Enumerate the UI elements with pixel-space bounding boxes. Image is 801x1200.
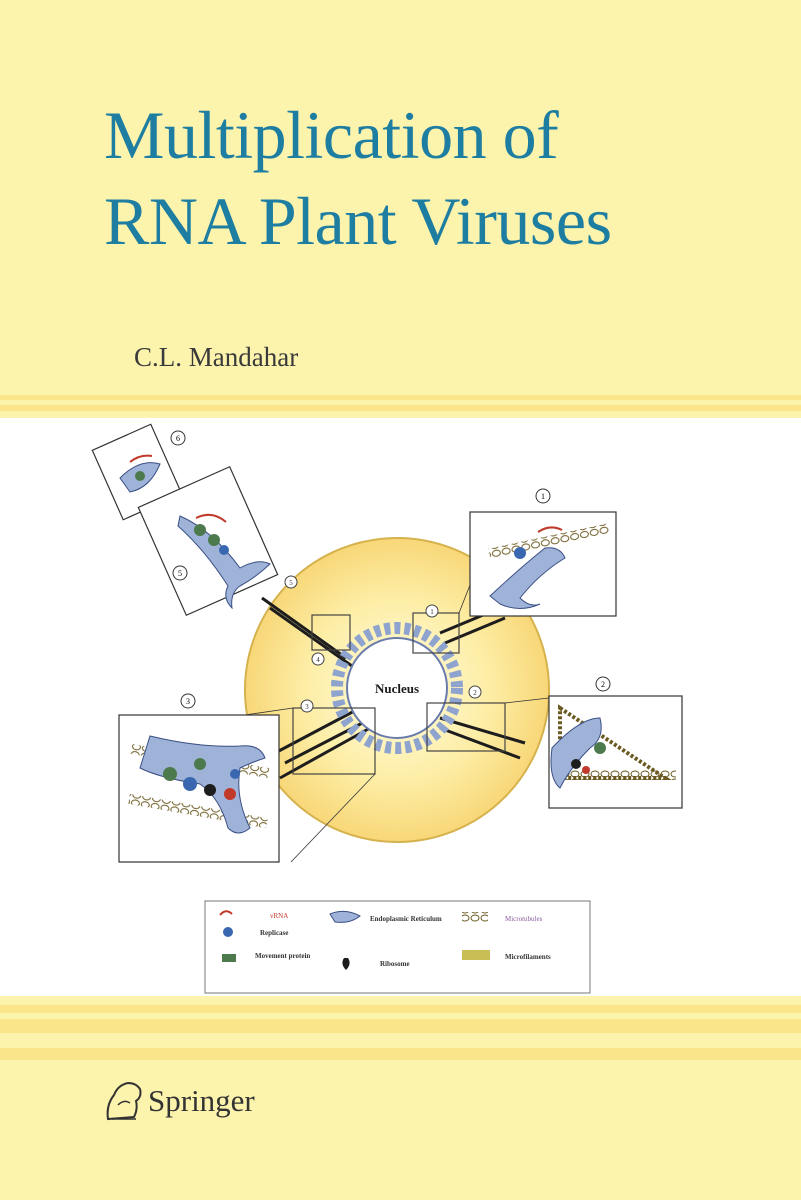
step-2-label: 2 — [601, 680, 605, 689]
inner-step-5-label: 5 — [289, 579, 293, 587]
detail-panel-3 — [118, 714, 280, 863]
legend-er: Endoplasmic Reticulum — [370, 915, 442, 923]
top-stripe-1 — [0, 395, 801, 400]
virus-multiplication-diagram: Nucleus 1 2 3 4 5 — [91, 423, 683, 994]
title-line-2: RNA Plant Viruses — [104, 183, 612, 259]
microtubule-icon — [462, 912, 488, 922]
inner-step-1-label: 1 — [430, 608, 434, 616]
step-3-label: 3 — [186, 697, 190, 706]
ribosome-icon — [342, 958, 350, 970]
publisher-name: Springer — [148, 1083, 255, 1118]
legend-microtubules: Microtubules — [505, 915, 543, 923]
inner-step-2 — [468, 685, 482, 699]
title-line-1: Multiplication of — [104, 97, 559, 173]
inner-step-5 — [284, 575, 298, 589]
step-6-marker — [170, 430, 186, 446]
er-ring — [331, 622, 463, 754]
step-3-marker — [180, 693, 196, 709]
inner-step-3-label: 3 — [305, 703, 309, 711]
inner-step-4-label: 4 — [316, 656, 320, 664]
bottom-stripe-3 — [0, 1048, 801, 1060]
step-1-marker — [535, 488, 551, 504]
detail-panel-6 — [91, 423, 183, 521]
legend-vrna: vRNA — [270, 912, 288, 920]
step-2-marker — [595, 676, 611, 692]
microfilament-icon — [462, 950, 490, 960]
legend-ribosome: Ribosome — [380, 960, 410, 968]
author-name: C.L. Mandahar — [134, 342, 299, 372]
microtubule-lines — [261, 596, 526, 780]
step-5-label: 5 — [178, 569, 182, 578]
book-title: Multiplication of RNA Plant Viruses — [104, 92, 784, 264]
inner-step-2-label: 2 — [473, 689, 477, 697]
detail-panel-5 — [137, 465, 279, 617]
top-stripe-2 — [0, 405, 801, 411]
legend-replicase: Replicase — [260, 929, 288, 937]
legend-movement: Movement protein — [255, 952, 310, 960]
legend-microfilaments: Microfilaments — [505, 953, 551, 961]
movement-protein-icon — [222, 954, 236, 962]
bottom-stripe-1 — [0, 1005, 801, 1013]
inner-box-br — [426, 702, 506, 752]
bottom-stripe-2 — [0, 1019, 801, 1033]
detail-panel-2 — [548, 695, 683, 809]
detail-panel-1 — [469, 511, 617, 617]
nucleus — [346, 637, 448, 739]
replicase-icon — [223, 927, 233, 937]
vrna-icon — [219, 910, 233, 916]
nucleus-label: Nucleus — [375, 681, 419, 696]
inner-box-tl — [311, 614, 351, 651]
step-6-label: 6 — [176, 434, 180, 443]
inner-step-1 — [425, 604, 439, 618]
inner-box-bl — [292, 707, 376, 775]
inner-step-4 — [311, 652, 325, 666]
springer-horse-logo-icon — [106, 1081, 142, 1121]
er-icon — [329, 910, 361, 923]
step-1-label: 1 — [541, 492, 545, 501]
inner-step-3 — [300, 699, 314, 713]
step-5-marker — [172, 565, 188, 581]
figure-legend: vRNA Replicase Movement protein Endoplas… — [204, 900, 591, 994]
